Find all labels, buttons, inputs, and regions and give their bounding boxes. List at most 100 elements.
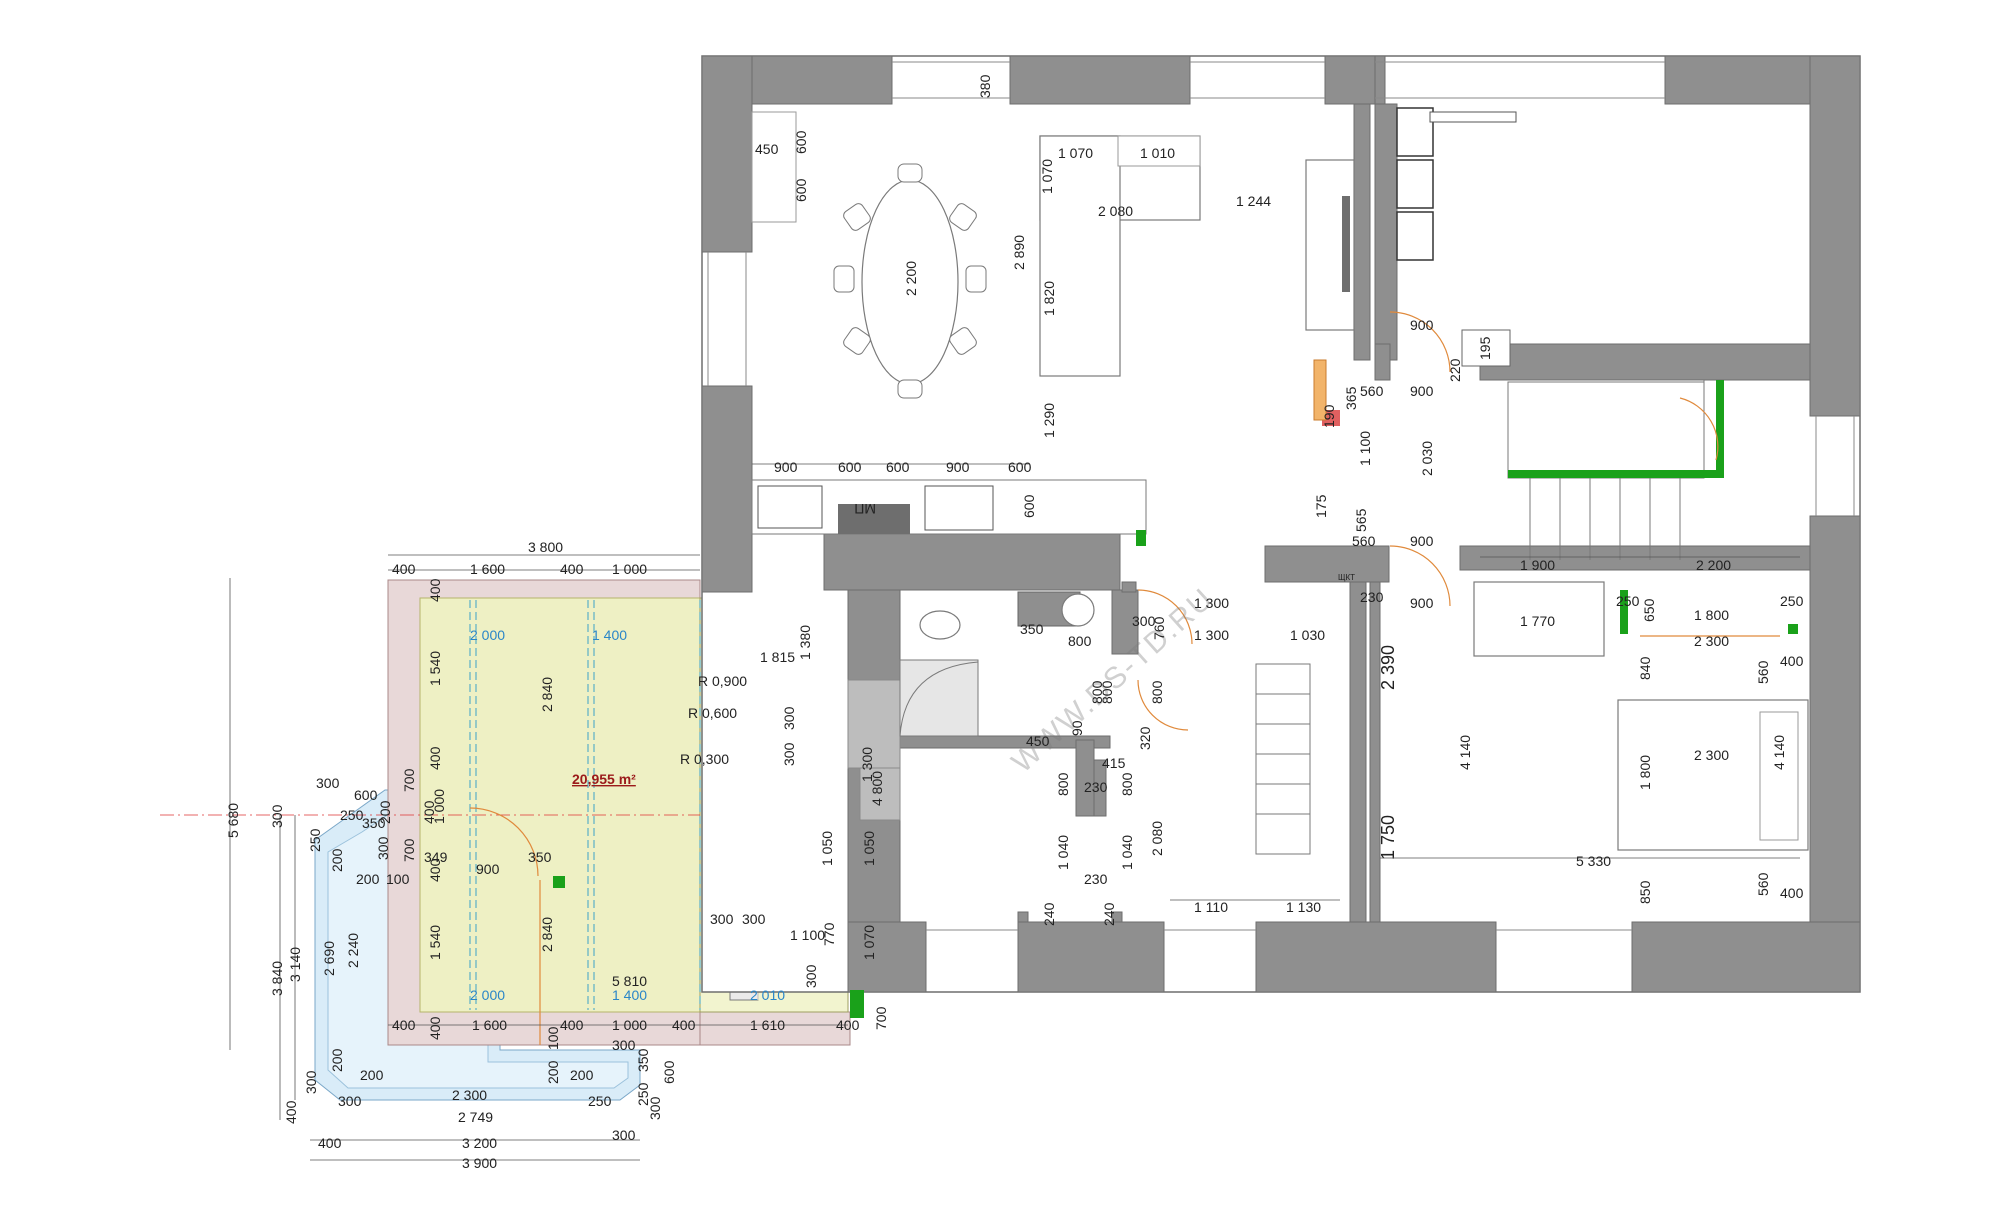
dim: 700	[401, 768, 417, 792]
dim: 380	[977, 74, 993, 98]
dim: 1 400	[612, 987, 647, 1003]
dim: 770	[821, 922, 837, 946]
dimension-texts: 380 450 600 600 1 070 1 010 1 070 2 080 …	[225, 74, 1804, 1171]
dim: 200	[570, 1067, 594, 1083]
door-swing	[1679, 397, 1719, 461]
dim: 415	[1102, 755, 1126, 771]
dim: 175	[1313, 494, 1329, 518]
dim: 900	[1410, 533, 1434, 549]
dim: 1 040	[1119, 835, 1135, 870]
dim: 1 900	[1520, 557, 1555, 573]
dim: 2 200	[903, 261, 919, 296]
wall	[1009, 55, 1191, 105]
dim: 700	[401, 838, 417, 862]
dim: 400	[1780, 653, 1804, 669]
fridge-box	[751, 111, 797, 223]
staircase-bottom	[1255, 663, 1311, 855]
dim: 300	[742, 911, 766, 927]
wall	[1353, 103, 1371, 361]
dim: 200	[545, 1060, 561, 1084]
dim: 2 300	[452, 1087, 487, 1103]
dim: 300	[338, 1093, 362, 1109]
dim-2390: 2 390	[1378, 645, 1398, 690]
dim: 190	[1321, 404, 1337, 428]
dim: 1 400	[592, 627, 627, 643]
wall	[1264, 545, 1390, 583]
sofa	[1039, 135, 1121, 377]
dim: 600	[1008, 459, 1032, 475]
dim: 2 840	[539, 677, 555, 712]
wall	[1809, 55, 1861, 417]
dim: 3 900	[462, 1155, 497, 1171]
dim: 200	[360, 1067, 384, 1083]
dim: 200	[329, 1048, 345, 1072]
dim: 400	[672, 1017, 696, 1033]
dim: 1 300	[1194, 595, 1229, 611]
dim: 300	[803, 964, 819, 988]
terrace-area	[419, 597, 701, 1013]
dim: 5 330	[1576, 853, 1611, 869]
dim: 200	[356, 871, 380, 887]
dim: 900	[1410, 383, 1434, 399]
dim: 1 800	[1637, 755, 1653, 790]
dim: 900	[946, 459, 970, 475]
dim: 400	[392, 1017, 416, 1033]
wall	[823, 533, 1121, 591]
dim: 250	[588, 1093, 612, 1109]
wall	[847, 921, 927, 993]
wall	[1324, 55, 1376, 105]
dim: 400	[427, 1016, 443, 1040]
dim: 4 800	[869, 771, 885, 806]
dim: 5 810	[612, 973, 647, 989]
dim: 200	[329, 848, 345, 872]
sofa-back	[1117, 135, 1201, 167]
dim: 1 800	[1694, 607, 1729, 623]
post	[553, 876, 565, 888]
post	[1788, 624, 1798, 634]
dim: 1 130	[1286, 899, 1321, 915]
dim: 300	[612, 1037, 636, 1053]
dim: 2 300	[1694, 633, 1729, 649]
dim: 560	[1755, 872, 1771, 896]
dim: 2 080	[1098, 203, 1133, 219]
wall	[701, 55, 753, 253]
dim: 600	[354, 787, 378, 803]
dim: 800	[1055, 772, 1071, 796]
dim: 400	[421, 800, 437, 824]
dim: 400	[427, 578, 443, 602]
toilet	[919, 610, 961, 640]
dim: 200	[377, 800, 393, 824]
dim: 400	[836, 1017, 860, 1033]
dim: 240	[1101, 902, 1117, 926]
dim: 220	[1447, 358, 1463, 382]
dim: 3 200	[462, 1135, 497, 1151]
bed-pillow	[1759, 711, 1799, 841]
dim: 1 070	[861, 925, 877, 960]
wall	[1631, 921, 1861, 993]
dim: 350	[635, 1048, 651, 1072]
dim: 250	[1616, 593, 1640, 609]
dim: 300	[375, 836, 391, 860]
cabinet	[1396, 107, 1434, 157]
dim: 600	[661, 1060, 677, 1084]
dim: 2 010	[750, 987, 785, 1003]
dining-chairs	[833, 163, 987, 399]
dim: 400	[427, 858, 443, 882]
dim: 650	[1641, 598, 1657, 622]
door-swing	[1389, 311, 1451, 373]
post	[850, 990, 864, 1018]
stair-rail	[1716, 380, 1724, 478]
dim: 100	[386, 871, 410, 887]
dim: 1 000	[612, 561, 647, 577]
dim: 1 815	[760, 649, 795, 665]
dim: 760	[1151, 616, 1167, 640]
dim: 1 300	[859, 747, 875, 782]
dim: 1 010	[1140, 145, 1175, 161]
dim: 400	[283, 1100, 299, 1124]
wall	[1369, 581, 1381, 923]
shower-curve	[899, 661, 979, 737]
dim: 400	[318, 1135, 342, 1151]
dim: 300	[303, 1070, 319, 1094]
dim: 1 380	[797, 625, 813, 660]
dim: 400	[1780, 885, 1804, 901]
